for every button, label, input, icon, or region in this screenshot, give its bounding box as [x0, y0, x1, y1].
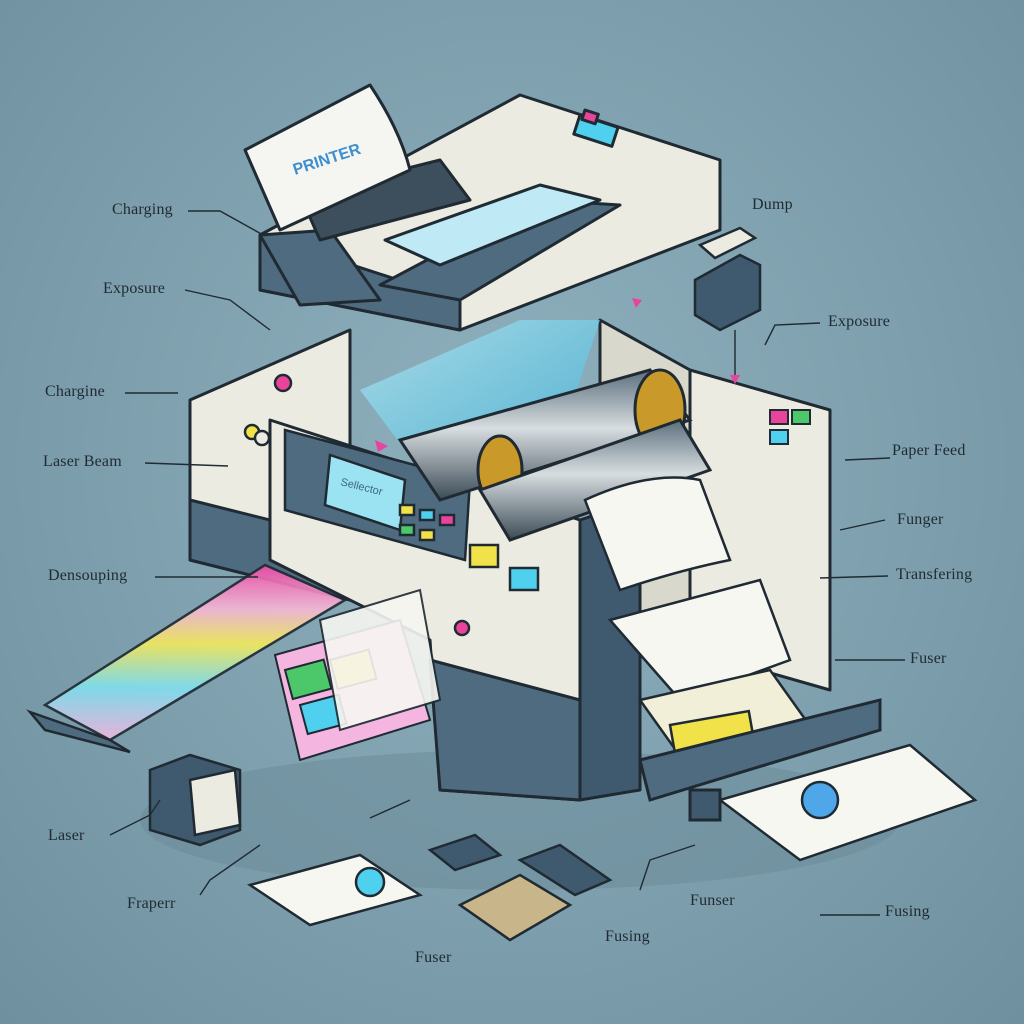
floor-shadow [140, 750, 900, 890]
label-funser-bottom: Funser [690, 892, 735, 909]
label-charging-top: Charging [112, 201, 173, 218]
top-feeder [243, 83, 722, 332]
toner-cartridge [693, 226, 762, 332]
side-buttons [769, 409, 811, 445]
leader-transfering [819, 575, 889, 579]
leader-funser-bottom [639, 844, 696, 891]
label-laser-beam: Laser Beam [43, 453, 122, 470]
leader-exposure-left [184, 289, 271, 331]
input-sheets [273, 588, 442, 762]
label-fusing-right: Fusing [885, 903, 930, 920]
control-panel [243, 373, 540, 637]
leader-laser-beam [144, 462, 229, 467]
label-fraperr: Fraperr [127, 895, 176, 912]
label-densouping: Densouping [48, 567, 128, 584]
label-exposure-left: Exposure [103, 280, 166, 297]
pointer-marks [375, 298, 740, 452]
leader-fraperr [199, 844, 261, 896]
leader-exposure-right [764, 322, 821, 346]
leader-fuser-bottom-2 [369, 799, 411, 819]
label-paper-feed: Paper Feed [892, 442, 966, 459]
laser-stream [26, 563, 348, 754]
loose-parts [148, 753, 613, 942]
output-paper [583, 476, 978, 862]
drum-assembly [397, 368, 713, 542]
label-fuser-right: Fuser [910, 650, 947, 667]
label-fusing-bottom: Fusing [605, 928, 650, 945]
label-dump: Dump [752, 196, 793, 213]
leader-funger-right [839, 519, 886, 531]
output-tray [638, 698, 882, 822]
leader-laser [109, 799, 161, 836]
leader-charging-top [188, 210, 266, 237]
leader-lines [109, 210, 905, 916]
label-fuser-bottom: Fuser [415, 949, 452, 966]
leader-paper-feed [844, 457, 891, 461]
label-chargine: Chargine [45, 383, 105, 400]
label-transfering: Transfering [896, 566, 973, 583]
label-exposure-right: Exposure [828, 313, 891, 330]
label-laser: Laser [48, 827, 85, 844]
label-funger-right: Funger [897, 511, 944, 528]
